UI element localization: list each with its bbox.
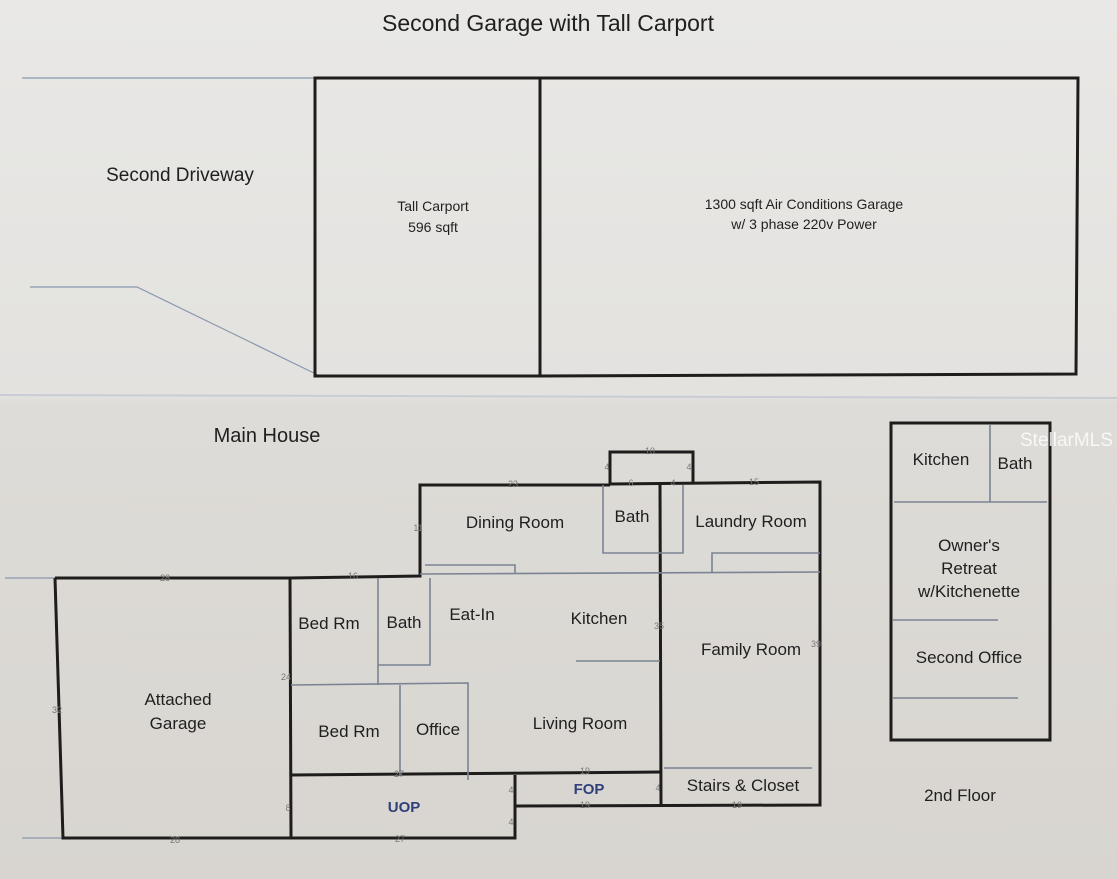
carport-area: 596 sqft [408, 219, 458, 235]
dimension-label: 4 [604, 462, 609, 472]
dimension-label: 10 [645, 446, 655, 456]
wall [658, 483, 663, 806]
family-room-label: Family Room [701, 640, 801, 659]
top-title: Second Garage with Tall Carport [382, 10, 715, 36]
dimension-label: 6 [628, 478, 633, 488]
dimension-label: 23 [508, 479, 518, 489]
interior-line [290, 682, 469, 780]
driveway-edge-bottom [30, 286, 321, 377]
stairs-closet-label: Stairs & Closet [687, 776, 800, 795]
dimension-label: 28 [160, 573, 170, 583]
interior-line [419, 571, 821, 575]
interior-line [602, 485, 684, 554]
dimension-label: 11 [413, 523, 422, 533]
attached-garage-label: Garage [150, 714, 207, 733]
garage-label-2: w/ 3 phase 220v Power [730, 216, 877, 232]
kitchen-label: Kitchen [913, 450, 970, 469]
garage-label-1: 1300 sqft Air Conditions Garage [705, 196, 904, 212]
main-title: Main House [214, 425, 321, 447]
bath-bump-wall [608, 450, 695, 485]
owners-retreat-label: w/Kitchenette [917, 582, 1020, 601]
ac-garage-outline [538, 76, 1080, 378]
wall [290, 770, 661, 777]
second-floor-plan: Kitchen Bath Owner's Retreat w/Kitchenet… [889, 421, 1052, 805]
living-room-label: Living Room [533, 714, 628, 733]
dimension-label: 27 [395, 834, 405, 844]
interior-line [711, 552, 820, 572]
dimension-label: 8 [285, 803, 290, 813]
uop-label: UOP [388, 799, 421, 816]
second-garage-plan: Second Garage with Tall Carport Second D… [22, 10, 1080, 378]
bath-label: Bath [998, 454, 1033, 473]
dimension-label: 16 [348, 571, 358, 581]
dimension-label: 39 [811, 639, 821, 649]
dimension-label: 27 [394, 769, 404, 779]
dimension-label: 4 [508, 817, 513, 827]
bedroom-label: Bed Rm [298, 614, 359, 633]
dimension-label: 32 [52, 705, 62, 715]
dimension-label: 4 [655, 783, 660, 793]
bedroom-label: Bed Rm [318, 722, 379, 741]
wall [55, 483, 610, 580]
driveway-label: Second Driveway [106, 165, 254, 186]
main-house-plan: Main House Attached Garage Bed Rm Bath B… [5, 425, 822, 845]
dining-room-label: Dining Room [466, 513, 564, 532]
dimension-label: 28 [170, 835, 180, 845]
dimension-label: 4 [508, 785, 513, 795]
interior-line [377, 578, 431, 666]
wall [514, 480, 822, 808]
dimension-label: 19 [580, 766, 590, 776]
second-floor-label: 2nd Floor [924, 786, 996, 805]
dimension-label: 35 [654, 621, 664, 631]
second-floor-outline [889, 421, 1052, 742]
eat-in-label: Eat-In [449, 605, 494, 624]
bath-label: Bath [615, 507, 650, 526]
carport-label: Tall Carport [397, 198, 469, 214]
owners-retreat-label: Owner's [938, 536, 1000, 555]
second-office-label: Second Office [916, 648, 1022, 667]
dimension-label: 15 [749, 477, 759, 487]
owners-retreat-label: Retreat [941, 559, 997, 578]
laundry-room-label: Laundry Room [695, 512, 807, 531]
dimension-label: 19 [732, 800, 742, 810]
page-divider [0, 394, 1117, 399]
dimension-label: 24 [281, 672, 291, 682]
interior-line [425, 564, 516, 573]
dimension-label: 4 [670, 478, 675, 488]
attached-garage-label: Attached [144, 690, 211, 709]
bath-label: Bath [387, 613, 422, 632]
dimension-label: 4 [686, 462, 691, 472]
watermark-logo: StellarMLS [1020, 430, 1113, 451]
fop-label: FOP [574, 781, 605, 798]
office-label: Office [416, 720, 460, 739]
dimension-label: 19 [580, 800, 590, 810]
kitchen-label: Kitchen [571, 609, 628, 628]
wall [53, 577, 517, 840]
wall [288, 577, 293, 839]
